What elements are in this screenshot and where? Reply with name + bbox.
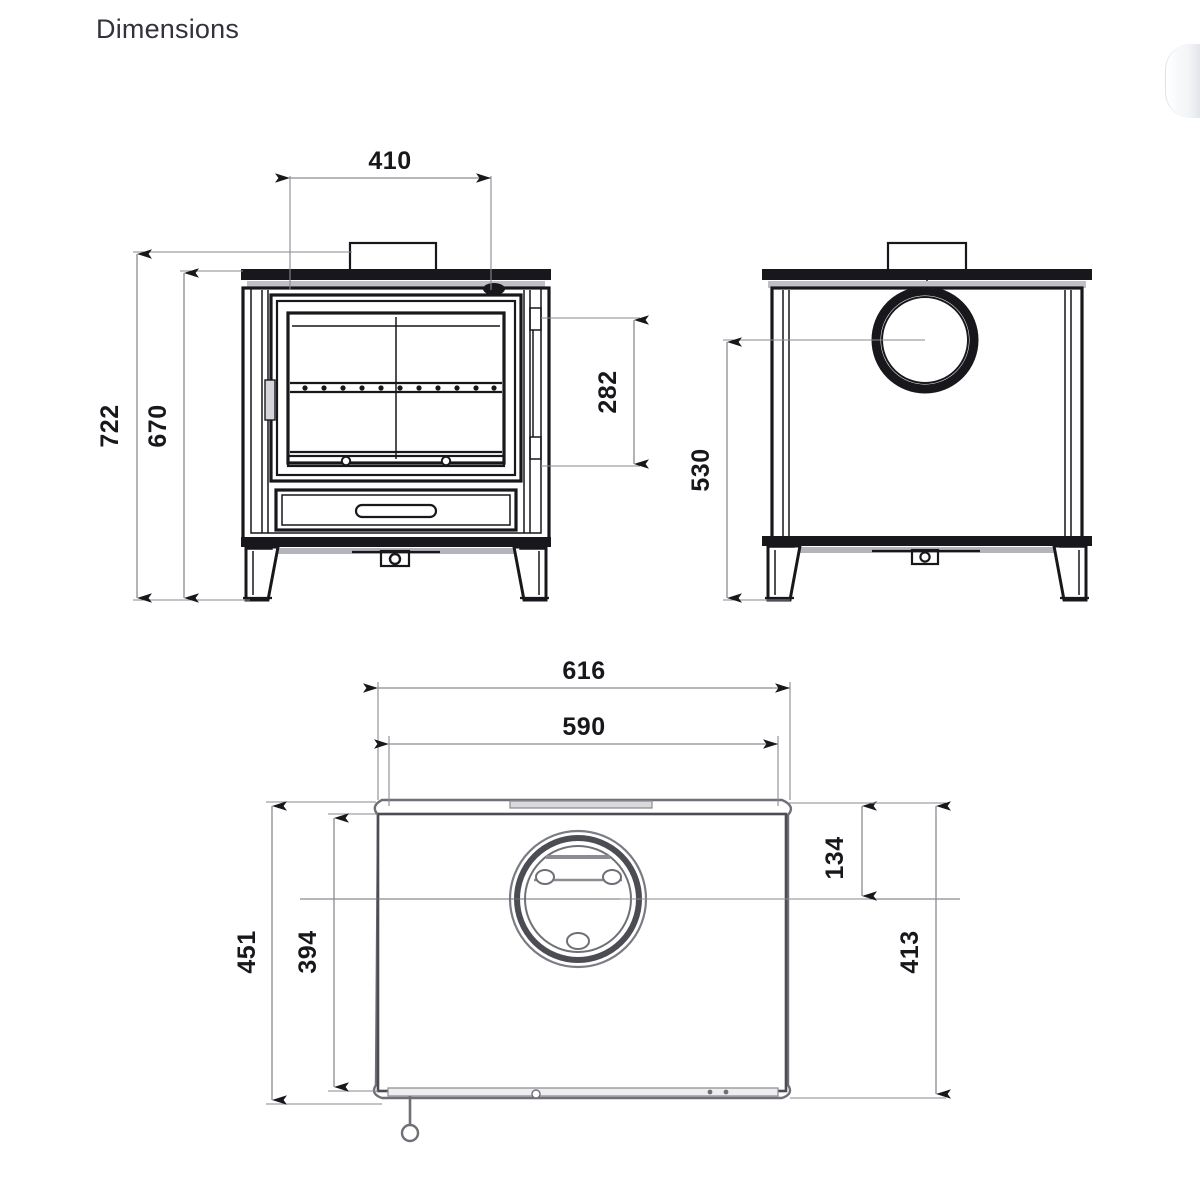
dim-670: 670 xyxy=(144,268,250,603)
side-air-control-knob[interactable] xyxy=(910,548,940,566)
plan-view xyxy=(300,798,960,1143)
front-elevation-view xyxy=(241,241,551,602)
front-flue-collar xyxy=(348,241,438,273)
plan-rear-bracket xyxy=(509,800,653,809)
dim-413: 413 xyxy=(788,801,951,1099)
dim-722: 722 xyxy=(96,249,352,603)
front-door-handle[interactable] xyxy=(529,307,542,460)
dim-410-label: 410 xyxy=(368,147,411,175)
front-top-knob[interactable] xyxy=(483,283,505,295)
front-grate-bar xyxy=(286,450,506,468)
side-left-leg xyxy=(765,544,802,602)
side-right-leg xyxy=(1052,544,1089,602)
dim-451-label: 451 xyxy=(233,930,261,973)
dim-590-label: 590 xyxy=(562,713,605,741)
dim-530-label: 530 xyxy=(687,448,715,491)
dim-282-label: 282 xyxy=(594,370,622,413)
dim-530: 530 xyxy=(687,337,925,603)
dim-282: 282 xyxy=(541,315,649,469)
dim-413-label: 413 xyxy=(896,930,924,973)
dim-590: 590 xyxy=(374,713,779,806)
front-right-leg xyxy=(512,545,549,602)
corner-decoration xyxy=(1165,44,1200,118)
dim-616-label: 616 xyxy=(562,657,605,685)
dim-134-label: 134 xyxy=(821,836,849,879)
front-glass-panel xyxy=(286,311,506,465)
plan-collar-lug-left xyxy=(535,869,555,885)
dim-451: 451 xyxy=(233,801,382,1105)
side-elevation-view xyxy=(762,241,1092,602)
side-top-plate xyxy=(762,269,1092,288)
front-door-hinge xyxy=(264,379,276,421)
dim-616: 616 xyxy=(363,657,791,800)
page-title: Dimensions xyxy=(96,14,240,44)
dim-394: 394 xyxy=(294,813,378,1092)
front-top-plate xyxy=(241,269,551,289)
front-left-leg xyxy=(243,545,280,602)
dim-394-label: 394 xyxy=(294,930,322,973)
dim-134: 134 xyxy=(620,801,877,901)
front-ash-drawer-handle xyxy=(354,503,438,519)
front-air-control-knob[interactable] xyxy=(379,549,411,568)
front-airwash-hole-row xyxy=(290,381,502,394)
dim-670-label: 670 xyxy=(144,404,172,447)
plan-front-latch-pin[interactable] xyxy=(400,1096,420,1143)
front-ash-drawer[interactable] xyxy=(274,488,518,532)
dim-722-label: 722 xyxy=(96,404,124,447)
plan-collar-lug-right xyxy=(602,869,622,885)
plan-front-lip xyxy=(387,1087,779,1099)
dim-410: 410 xyxy=(275,147,492,290)
plan-collar-lug-bottom xyxy=(566,932,590,950)
